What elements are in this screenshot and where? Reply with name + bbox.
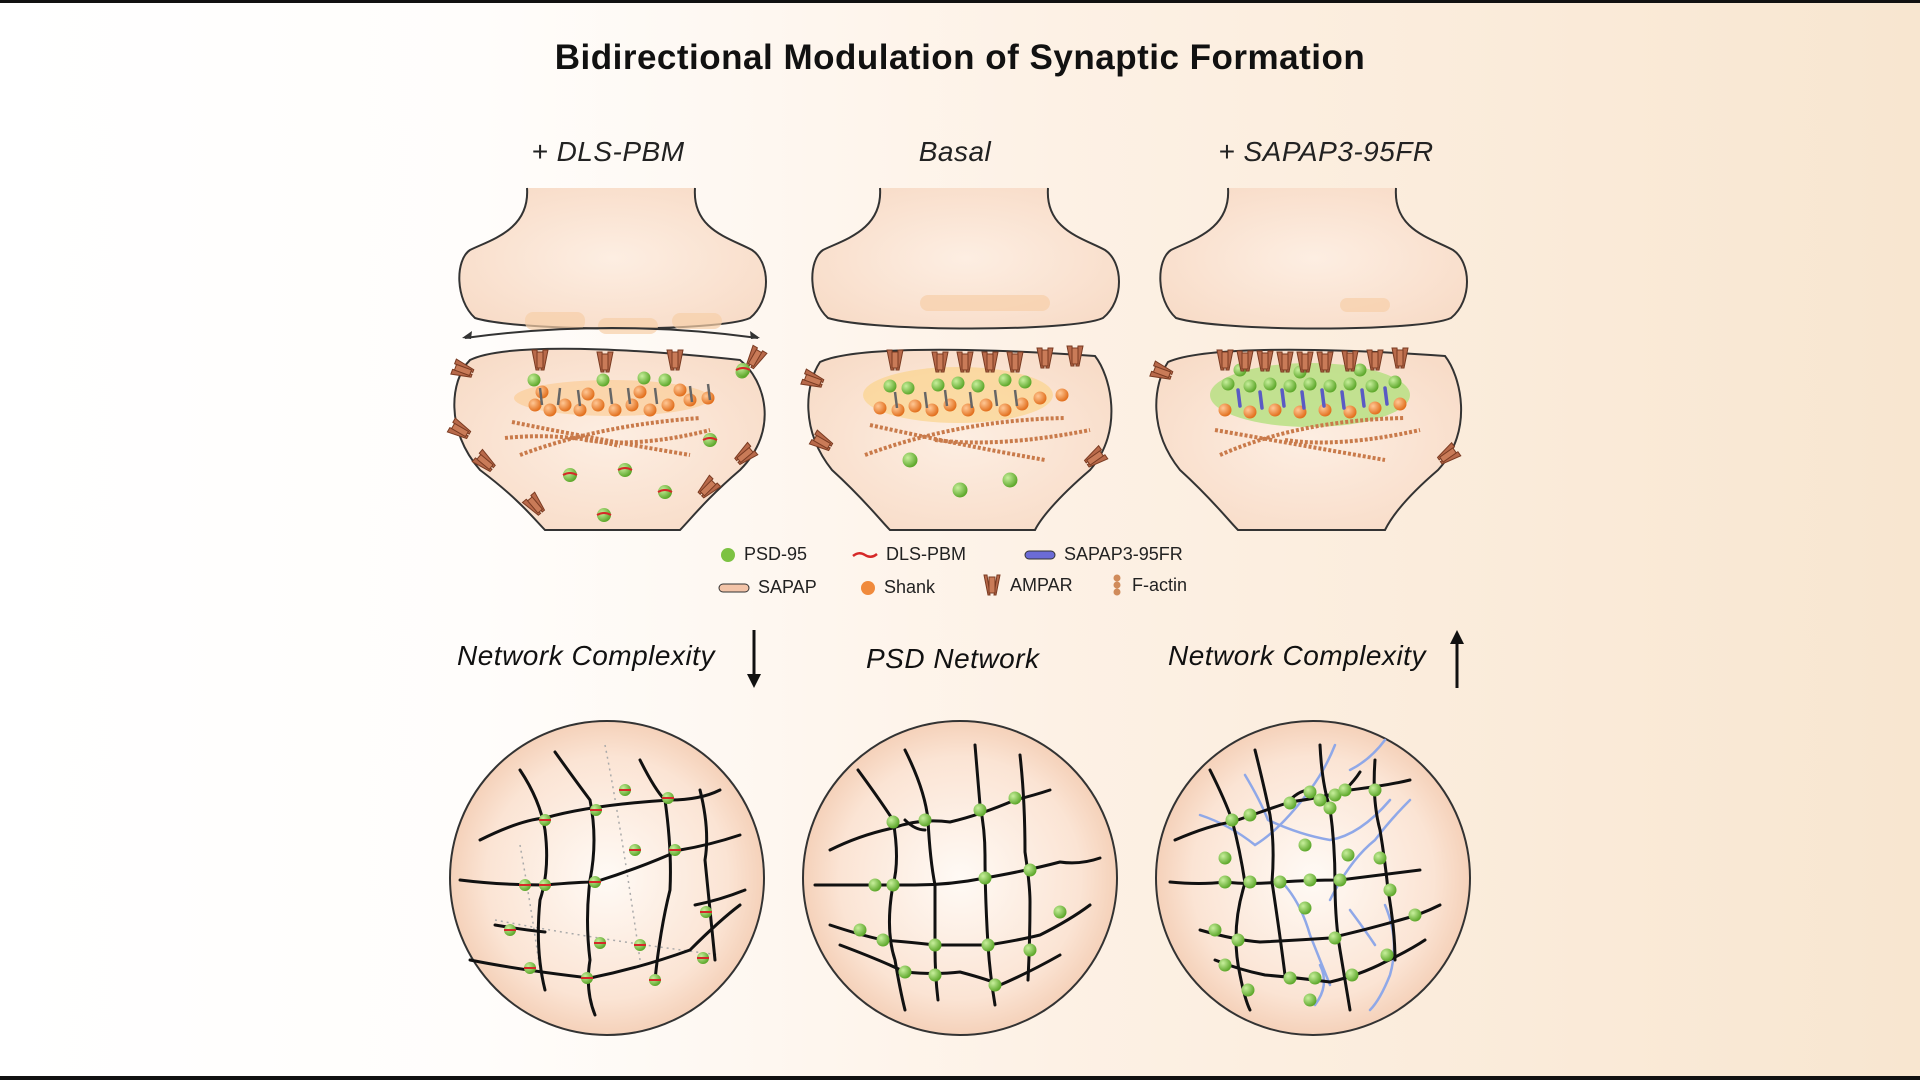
legend-sapap: SAPAP — [718, 577, 817, 598]
legend-ampar-label: AMPAR — [1010, 574, 1073, 595]
sapap-bar-icon — [718, 583, 750, 592]
legend-psd95: PSD-95 — [720, 544, 807, 565]
condition-label-basal: Basal — [918, 136, 992, 167]
network-circle-sapap3-95fr — [1155, 720, 1471, 1036]
figure-title: Bidirectional Modulation of Synaptic For… — [554, 38, 1366, 77]
network-circle-basal — [802, 720, 1118, 1036]
condition-label-dls-pbm: + DLS-PBM — [531, 136, 685, 167]
legend-f-actin: F-actin — [1110, 574, 1187, 596]
condition-label-sapap3-95fr: + SAPAP3-95FR — [1218, 136, 1434, 167]
legend-psd95-label: PSD-95 — [744, 544, 808, 564]
psd95-ball-icon — [721, 547, 735, 562]
dls-pbm-squiggle-icon — [852, 551, 878, 558]
legend-shank-label: Shank — [884, 577, 936, 597]
f-actin-chain-icon — [1113, 574, 1121, 596]
top-border — [0, 0, 1920, 3]
legend-sapap3-95fr: SAPAP3-95FR — [1024, 544, 1183, 565]
arrow-up-icon — [1450, 630, 1464, 688]
network-label-middle: PSD Network — [866, 643, 1040, 674]
synapse-basal — [800, 187, 1120, 531]
legend-sapap-label: SAPAP — [758, 577, 817, 597]
ampar-icon — [983, 574, 1001, 596]
sapap3-95fr-bar-icon — [1024, 550, 1056, 559]
legend-shank: Shank — [860, 577, 935, 598]
network-label-left: Network Complexity — [457, 640, 715, 671]
network-circle-dls-pbm — [449, 720, 765, 1036]
legend-f-actin-label: F-actin — [1132, 574, 1188, 595]
legend-dls-pbm-label: DLS-PBM — [886, 544, 967, 564]
bottom-border — [0, 1076, 1920, 1080]
synapse-dls-pbm — [446, 187, 768, 531]
legend-ampar: AMPAR — [982, 574, 1073, 596]
legend-sapap3-95fr-label: SAPAP3-95FR — [1064, 544, 1183, 564]
shank-ball-icon — [861, 580, 875, 595]
arrow-down-icon — [747, 630, 761, 688]
network-label-right: Network Complexity — [1168, 640, 1426, 671]
synapse-sapap3-95fr — [1149, 187, 1468, 531]
legend-dls-pbm: DLS-PBM — [852, 544, 966, 565]
